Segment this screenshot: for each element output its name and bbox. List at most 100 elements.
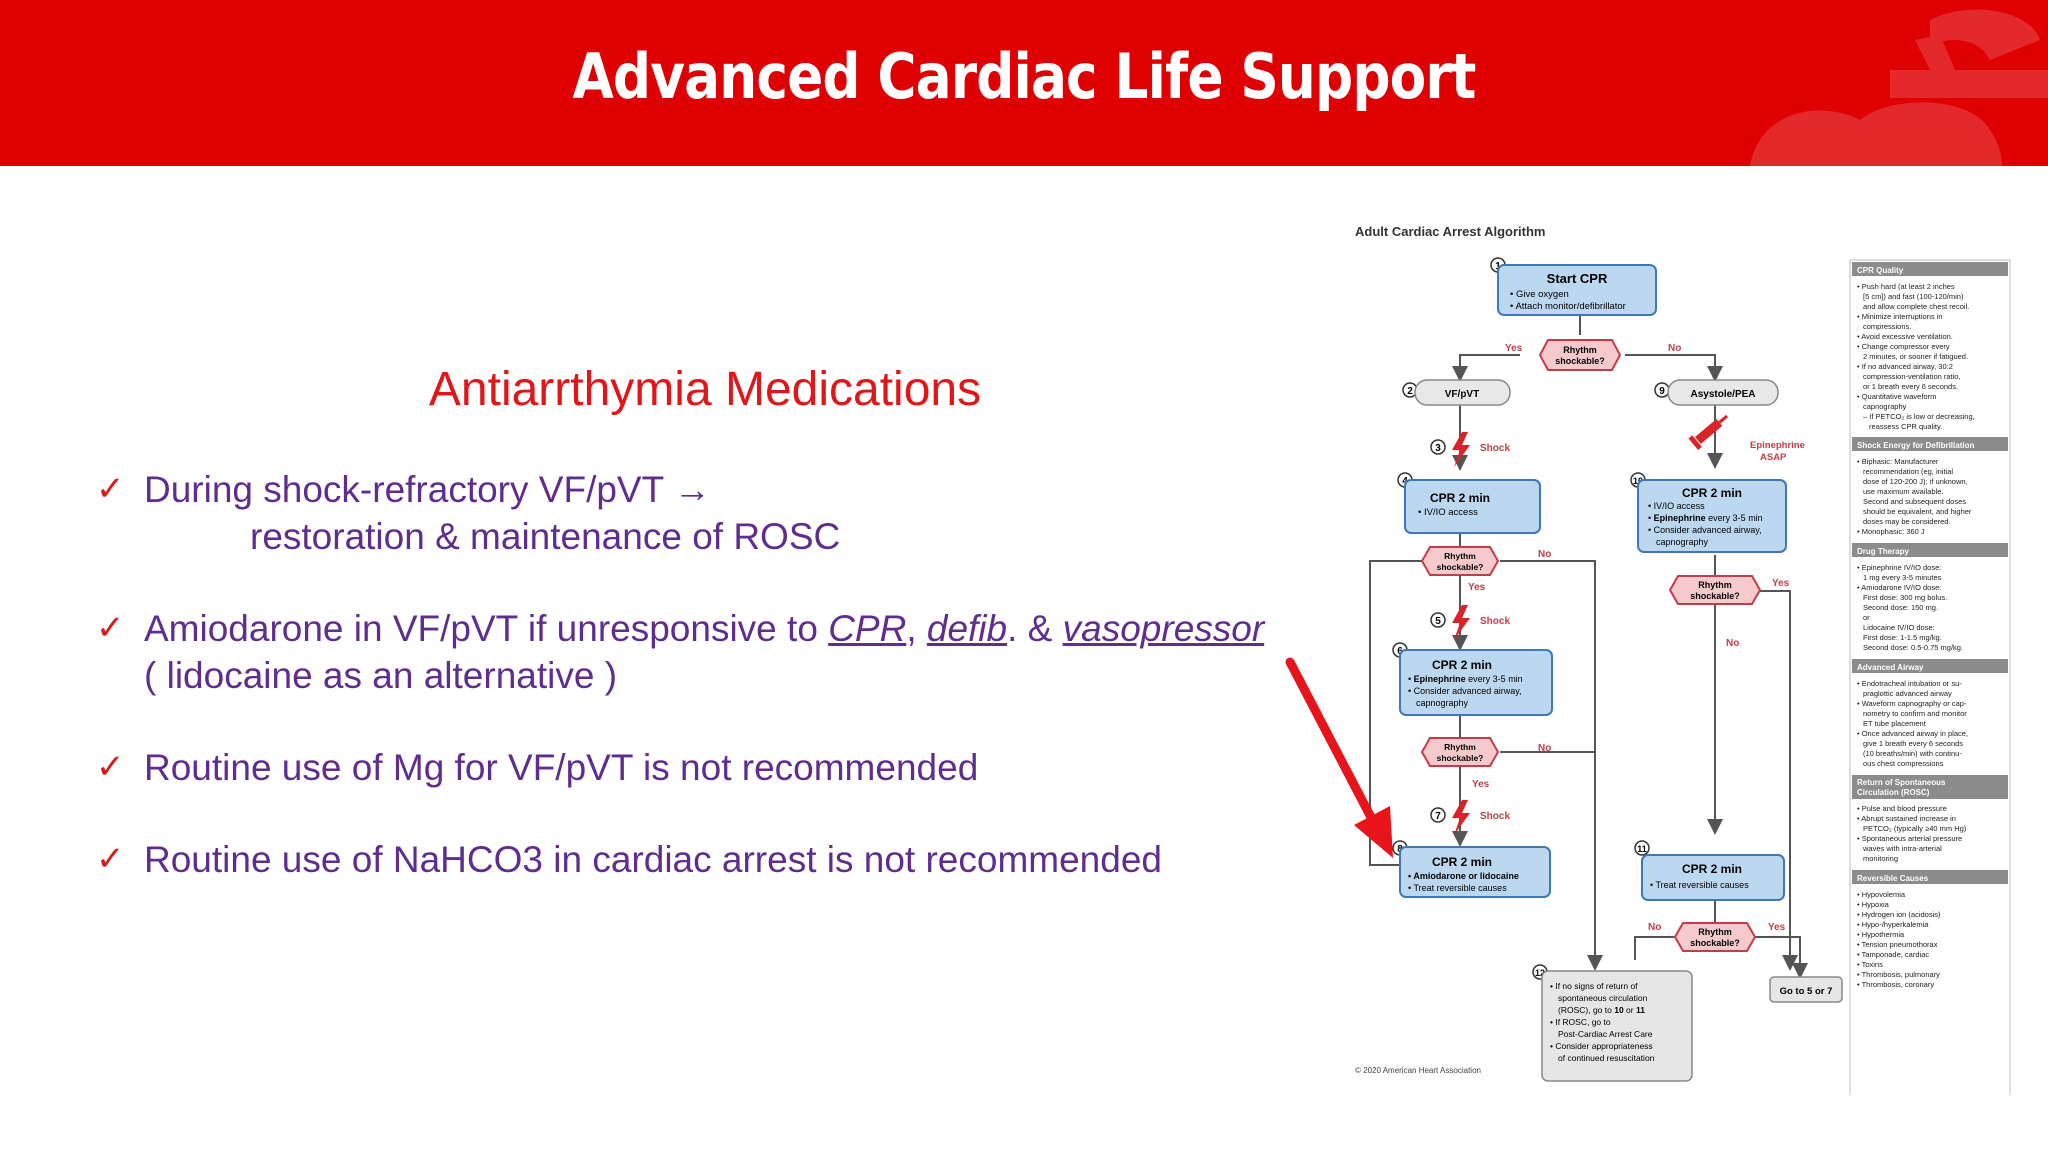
step-number: 2 — [1407, 386, 1413, 397]
no-label: No — [1538, 549, 1551, 560]
box-bullet: • If no signs of return of — [1550, 981, 1638, 991]
sidebar-line: • Amiodarone IV/IO dose: — [1857, 583, 1941, 592]
sidebar-line: • Hypovolemia — [1857, 890, 1906, 899]
sidebar-line: use maximum available. — [1863, 487, 1943, 496]
box-bullet: • If ROSC, go to — [1550, 1017, 1611, 1027]
sidebar-line: recommendation (eg, initial — [1863, 467, 1953, 476]
cpr-box-4 — [1404, 479, 1541, 534]
box-title: Asystole/PEA — [1690, 389, 1755, 400]
copyright-text: © 2020 American Heart Association — [1355, 1066, 1481, 1075]
no-label: No — [1726, 638, 1739, 649]
shock-label: Shock — [1480, 443, 1510, 454]
sidebar-line: • Thrombosis, pulmonary — [1857, 970, 1940, 979]
box-bullet: • IV/IO access — [1418, 507, 1478, 518]
sidebar-heading: Drug Therapy — [1857, 547, 1910, 556]
step-number: 4 — [1402, 476, 1408, 487]
step-number: 10 — [1633, 476, 1643, 486]
bullet-text: every 3-5 min — [1466, 674, 1523, 684]
diamond-label: shockable? — [1437, 562, 1484, 572]
step-ref: 11 — [1636, 1005, 1645, 1015]
diamond-label: Rhythm — [1444, 742, 1476, 752]
drug-name: Epinephrine — [1414, 674, 1466, 684]
step-number: 9 — [1659, 386, 1665, 397]
bullet-text: Amiodarone in VF/pVT if unresponsive to — [144, 608, 829, 649]
diamond-label: shockable? — [1690, 591, 1740, 601]
cpr-box-11 — [1641, 854, 1785, 901]
sidebar-line: and allow complete chest recoil. — [1863, 302, 1969, 311]
box-title: CPR 2 min — [1432, 855, 1492, 869]
sidebar-line: • Hypo-/hyperkalemia — [1857, 920, 1929, 929]
box-bullet: • Epinephrine every 3-5 min — [1408, 674, 1523, 684]
sidebar-line: Second and subsequent doses — [1863, 497, 1966, 506]
sidebar-line: Second dose: 0.5-0.75 mg/kg. — [1863, 643, 1963, 652]
bullet-glyph: • — [1408, 674, 1414, 684]
step-number: 7 — [1435, 811, 1441, 822]
box-bullet: • Consider advanced airway, — [1408, 686, 1522, 696]
no-label: No — [1668, 343, 1681, 354]
shock-label: Shock — [1480, 616, 1510, 627]
cpr-box-8 — [1399, 846, 1551, 898]
go-to-box — [1769, 976, 1843, 1003]
rhythm-check-diamond — [1420, 546, 1500, 576]
sidebar-line: • Epinephrine IV/IO dose: — [1857, 563, 1941, 572]
cpr-link[interactable]: CPR — [828, 608, 907, 649]
box-bullet: capnography — [1656, 537, 1709, 547]
box-title: CPR 2 min — [1682, 862, 1742, 876]
sidebar-line: • Thrombosis, coronary — [1857, 980, 1934, 989]
bullet-glyph: • — [1648, 513, 1654, 523]
sidebar-line: • Tamponade, cardiac — [1857, 950, 1929, 959]
sidebar-line: • Quantitative waveform — [1857, 392, 1936, 401]
box-bullet: • Epinephrine every 3-5 min — [1648, 513, 1763, 523]
sidebar-heading: Shock Energy for Defibrillation — [1857, 441, 1974, 450]
section-subtitle: Antiarrthymia Medications — [428, 363, 982, 416]
bullet-text: or — [1624, 1005, 1636, 1015]
sidebar-line: praglottic advanced airway — [1863, 689, 1952, 698]
sidebar-line: • Hydrogen ion (acidosis) — [1857, 910, 1941, 919]
box-title: CPR 2 min — [1432, 658, 1492, 672]
sidebar-line: • Waveform capnography or cap- — [1857, 699, 1967, 708]
sidebar-line: – If PETCO₂ is low or decreasing, — [1863, 412, 1975, 421]
sidebar-line: should be equivalent, and higher — [1863, 507, 1972, 516]
heart-torch-logo-icon — [1750, 9, 2048, 166]
shock-bolt-icon — [1452, 800, 1470, 835]
sidebar-line: • Monophasic: 360 J — [1857, 527, 1925, 536]
vasopressor-link[interactable]: vasopressor — [1062, 608, 1265, 649]
yes-label: Yes — [1472, 779, 1490, 790]
step-number: 3 — [1435, 443, 1441, 454]
box-title: Start CPR — [1547, 271, 1608, 286]
checkmark-icon: ✓ — [96, 609, 125, 647]
vf-pvt-box — [1414, 379, 1511, 406]
yes-label: Yes — [1768, 922, 1786, 933]
sidebar-line: First dose: 300 mg bolus. — [1863, 593, 1947, 602]
defib-link[interactable]: defib — [926, 608, 1008, 649]
step-number: 1 — [1495, 261, 1501, 272]
step-number: 6 — [1397, 646, 1403, 657]
box-bullet: • Treat reversible causes — [1650, 880, 1749, 890]
sidebar-line: Second dose: 150 mg. — [1863, 603, 1938, 612]
rhythm-check-diamond — [1668, 575, 1762, 605]
page-title: Advanced Cardiac Life Support — [572, 40, 1477, 113]
sidebar-line: monitoring — [1863, 854, 1898, 863]
sidebar-line: (10 breaths/min) with continu- — [1863, 749, 1962, 758]
sidebar-line: dose of 120-200 J); if unknown, — [1863, 477, 1968, 486]
yes-label: Yes — [1772, 578, 1790, 589]
rhythm-check-diamond — [1673, 922, 1757, 952]
sidebar-line: • Pulse and blood pressure — [1857, 804, 1947, 813]
sidebar-line: • Avoid excessive ventilation. — [1857, 332, 1953, 341]
box-bullet: • Give oxygen — [1510, 289, 1569, 300]
sidebar-line: Lidocaine IV/IO dose: — [1863, 623, 1935, 632]
asap-label: ASAP — [1760, 452, 1787, 463]
algorithm-diagram: Adult Cardiac Arrest Algorithm 1 Start C… — [1355, 224, 2011, 1095]
algorithm-title: Adult Cardiac Arrest Algorithm — [1355, 224, 1545, 239]
header-bar: Advanced Cardiac Life Support — [0, 0, 2048, 166]
checkmark-icon: ✓ — [96, 748, 125, 786]
sidebar-line: • Minimize interruptions in — [1857, 312, 1943, 321]
sidebar-line: 1 mg every 3-5 minutes — [1863, 573, 1942, 582]
sidebar-line: • If no advanced airway, 30:2 — [1857, 362, 1953, 371]
diamond-label: Rhythm — [1698, 580, 1732, 590]
sidebar-line: ET tube placement — [1863, 719, 1927, 728]
diamond-label: shockable? — [1555, 356, 1605, 366]
sidebar-line: 2 minutes, or sooner if fatigued. — [1863, 352, 1968, 361]
sidebar-heading: Circulation (ROSC) — [1857, 788, 1930, 797]
sidebar-line: • Hypoxia — [1857, 900, 1890, 909]
